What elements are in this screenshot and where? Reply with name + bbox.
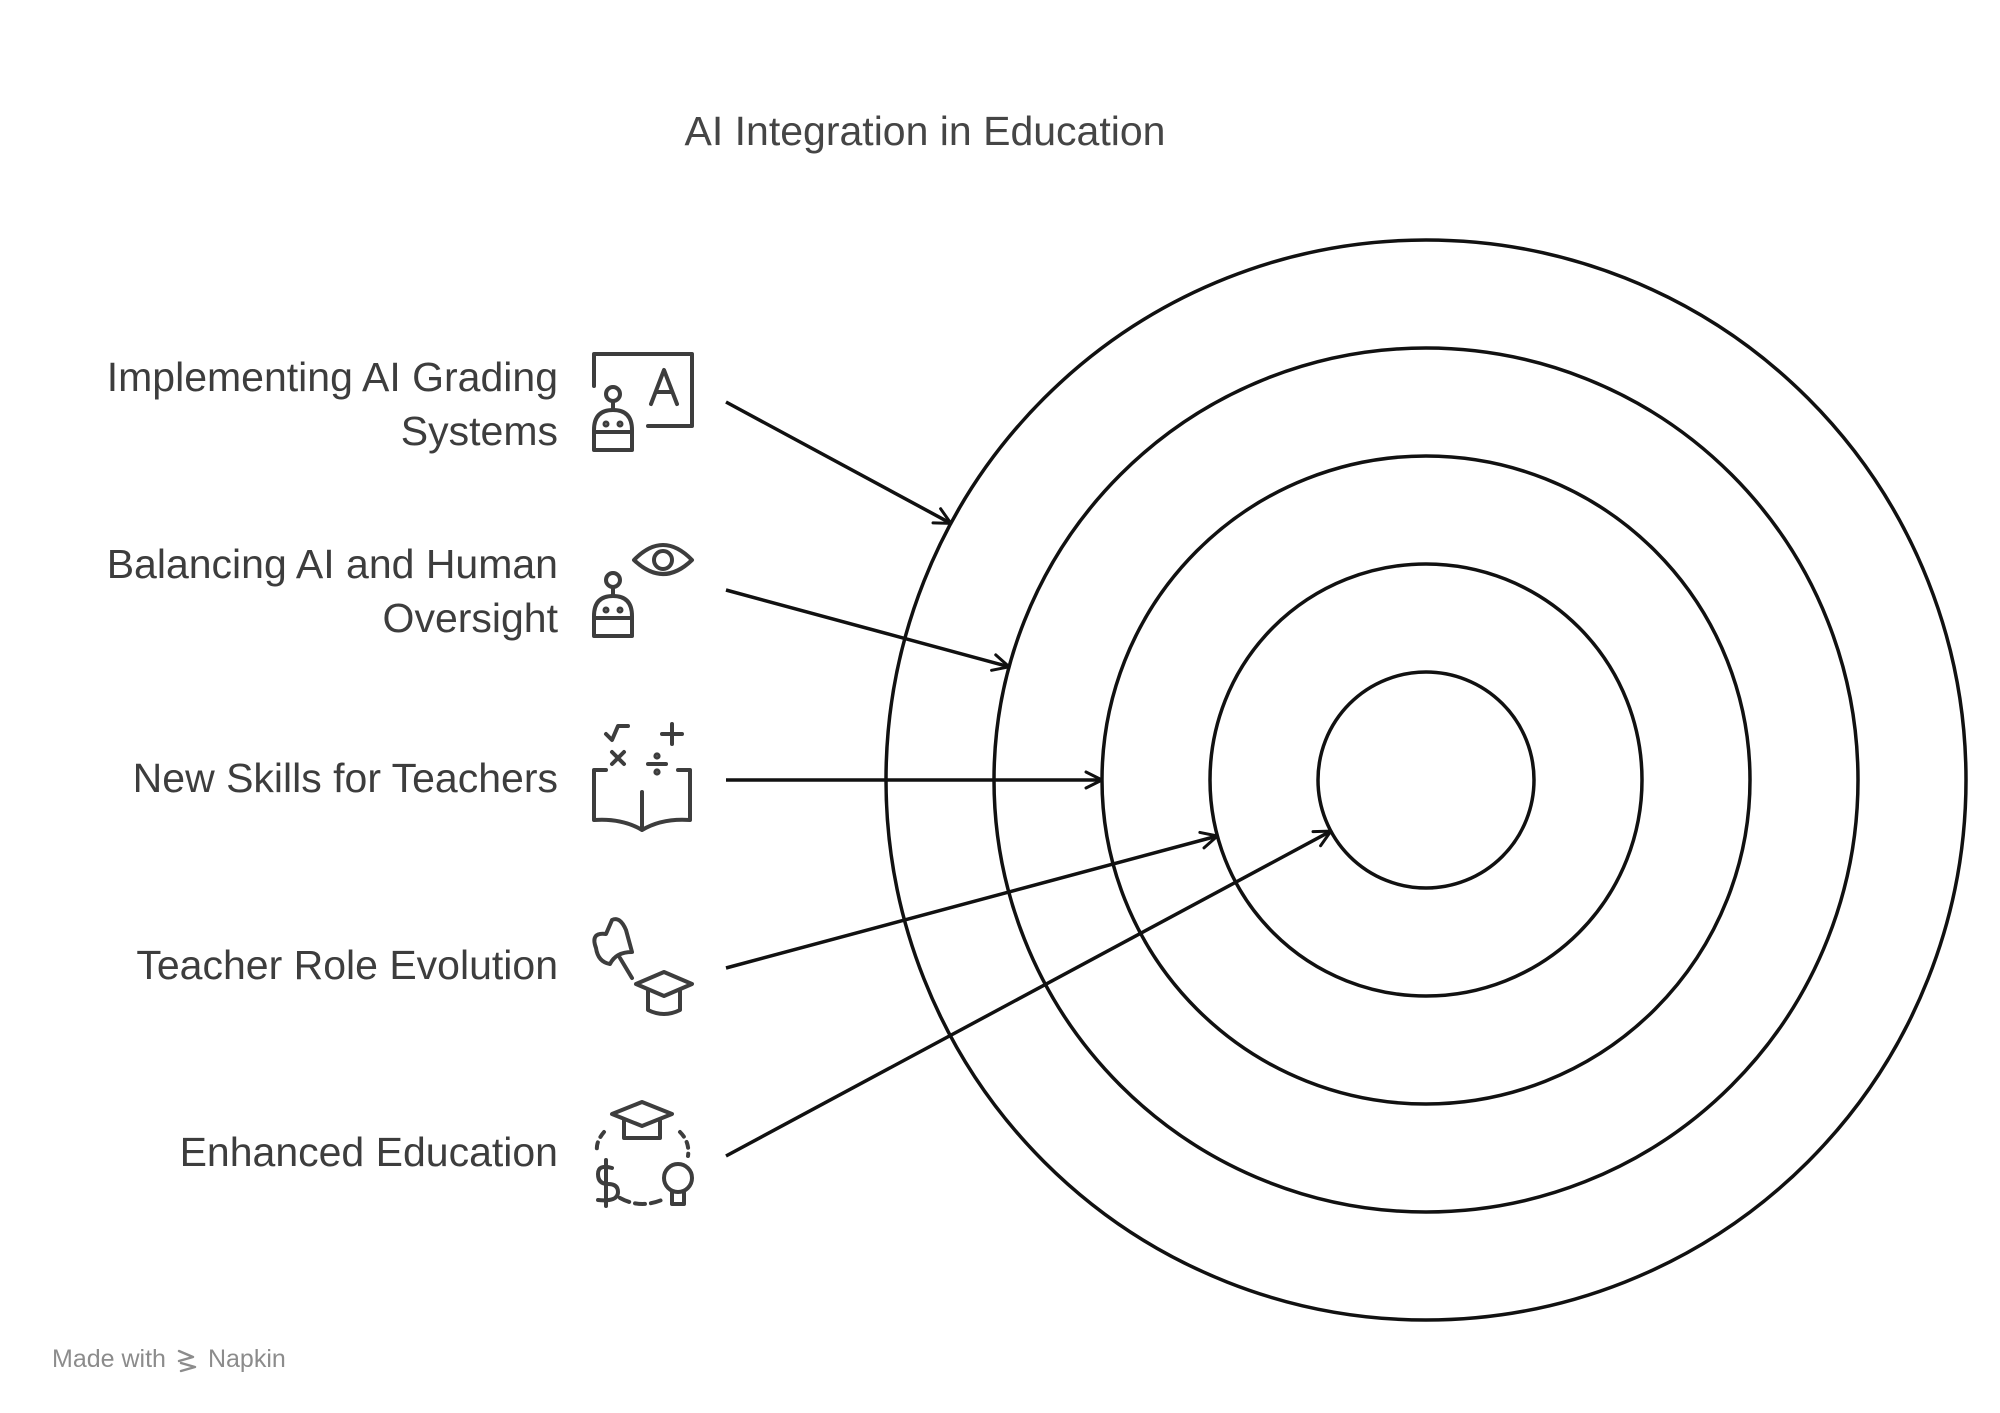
- pointer-graduation-cap-icon: [586, 912, 698, 1024]
- education-cycle-icon: [586, 1098, 698, 1210]
- label-implementing-ai-grading: Implementing AI Grading Systems: [107, 350, 558, 458]
- math-book-icon: [586, 722, 698, 834]
- footer-prefix: Made with: [52, 1345, 166, 1373]
- target-ring-4: [1208, 562, 1644, 998]
- label-enhanced-education: Enhanced Education: [180, 1125, 558, 1179]
- footer-brand: Napkin: [207, 1345, 286, 1373]
- pointer-arrows: [725, 400, 1333, 1158]
- label-new-skills-teachers: New Skills for Teachers: [133, 751, 558, 805]
- robot-eye-icon: [586, 532, 698, 644]
- label-line: New Skills for Teachers: [132, 755, 558, 801]
- target-ring-2: [992, 346, 1860, 1214]
- robot-grade-a-icon: [586, 346, 698, 458]
- label-teacher-role-evolution: Teacher Role Evolution: [136, 938, 558, 992]
- label-line: Balancing AI and Human: [106, 541, 558, 587]
- label-line: Oversight: [382, 595, 558, 641]
- label-line: Systems: [400, 408, 558, 454]
- napkin-logo-icon: [177, 1349, 197, 1372]
- target-rings: [884, 238, 1968, 1322]
- label-line: Enhanced Education: [179, 1129, 558, 1175]
- arrow-4: [725, 830, 1219, 970]
- diagram-title: AI Integration in Education: [684, 108, 1166, 154]
- arrow-2: [725, 588, 1011, 672]
- target-ring-1: [884, 238, 1968, 1322]
- arrow-1: [725, 400, 953, 525]
- target-ring-3: [1100, 454, 1752, 1106]
- label-line: Implementing AI Grading: [106, 354, 558, 400]
- made-with-napkin-credit: Made with Napkin: [52, 1345, 286, 1374]
- label-balancing-ai-oversight: Balancing AI and Human Oversight: [107, 537, 558, 645]
- label-line: Teacher Role Evolution: [136, 942, 558, 988]
- arrow-5: [725, 829, 1333, 1158]
- target-ring-5: [1316, 670, 1536, 890]
